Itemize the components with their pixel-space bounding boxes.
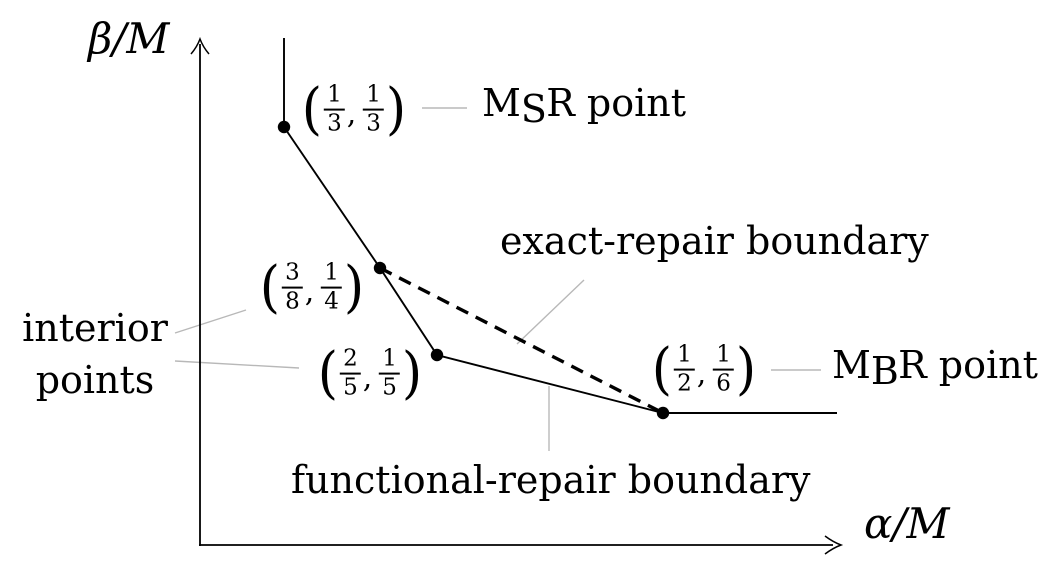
msr-point-marker xyxy=(277,120,291,134)
fraction-denominator: 4 xyxy=(324,288,339,315)
interior-points-label-line1: interior xyxy=(22,306,168,350)
msr-label-pre: M xyxy=(482,81,521,125)
exact-repair-leader-line xyxy=(516,279,585,345)
interior-points-label-line2: points xyxy=(35,358,155,402)
fraction-denominator: 5 xyxy=(343,374,358,401)
fraction-denominator: 8 xyxy=(285,288,300,315)
fraction-denominator: 5 xyxy=(382,374,397,401)
leader-lines xyxy=(174,107,821,451)
comma: , xyxy=(696,356,707,392)
y-axis-arrow-icon xyxy=(190,36,210,55)
mbr-label-sub: B xyxy=(870,349,899,394)
mbr-label-post: R point xyxy=(898,343,1038,387)
close-paren: ) xyxy=(401,341,423,406)
msr-label-sub: S xyxy=(520,87,547,132)
fraction-denominator: 3 xyxy=(327,110,342,137)
interior-points-label: interior points xyxy=(10,302,180,406)
comma: , xyxy=(304,274,315,310)
x-axis-arrow-icon xyxy=(824,535,844,555)
comma: , xyxy=(346,96,357,132)
fraction-denominator: 2 xyxy=(677,370,692,397)
fraction-numerator: 1 xyxy=(363,82,384,111)
exact-repair-boundary-line xyxy=(379,266,664,415)
mbr-point-marker xyxy=(656,406,670,420)
interior-point-a-marker xyxy=(373,261,387,275)
open-paren: ( xyxy=(259,255,281,320)
exact-repair-boundary-label: exact-repair boundary xyxy=(500,219,929,263)
interior-leader-line-2 xyxy=(174,360,300,369)
fraction-numerator: 1 xyxy=(713,342,734,371)
fraction-numerator: 3 xyxy=(282,260,303,289)
open-paren: ( xyxy=(301,77,323,142)
msr-label-post: R point xyxy=(546,81,686,125)
fraction-numerator: 2 xyxy=(340,346,361,375)
x-axis-label: α/M xyxy=(864,499,950,548)
fraction-denominator: 3 xyxy=(366,110,381,137)
open-paren: ( xyxy=(317,341,339,406)
fraction-numerator: 1 xyxy=(321,260,342,289)
close-paren: ) xyxy=(385,77,407,142)
msr-point-label: MSR point xyxy=(482,81,686,128)
point-markers xyxy=(277,120,670,420)
mbr-point-label: MBR point xyxy=(832,343,1038,390)
fraction-denominator: 6 xyxy=(716,370,731,397)
fraction-numerator: 1 xyxy=(324,82,345,111)
open-paren: ( xyxy=(651,337,673,402)
fraction-numerator: 1 xyxy=(379,346,400,375)
functional-repair-boundary-label: functional-repair boundary xyxy=(291,458,811,502)
interior-leader-line-1 xyxy=(174,309,247,334)
close-paren: ) xyxy=(735,337,757,402)
close-paren: ) xyxy=(343,255,365,320)
axes xyxy=(190,36,844,555)
functional-repair-boundary-line xyxy=(283,38,837,414)
y-axis-label: β/M xyxy=(88,14,170,63)
fraction-numerator: 1 xyxy=(674,342,695,371)
comma: , xyxy=(362,360,373,396)
mbr-label-pre: M xyxy=(832,343,871,387)
interior-point-b-marker xyxy=(430,348,444,362)
